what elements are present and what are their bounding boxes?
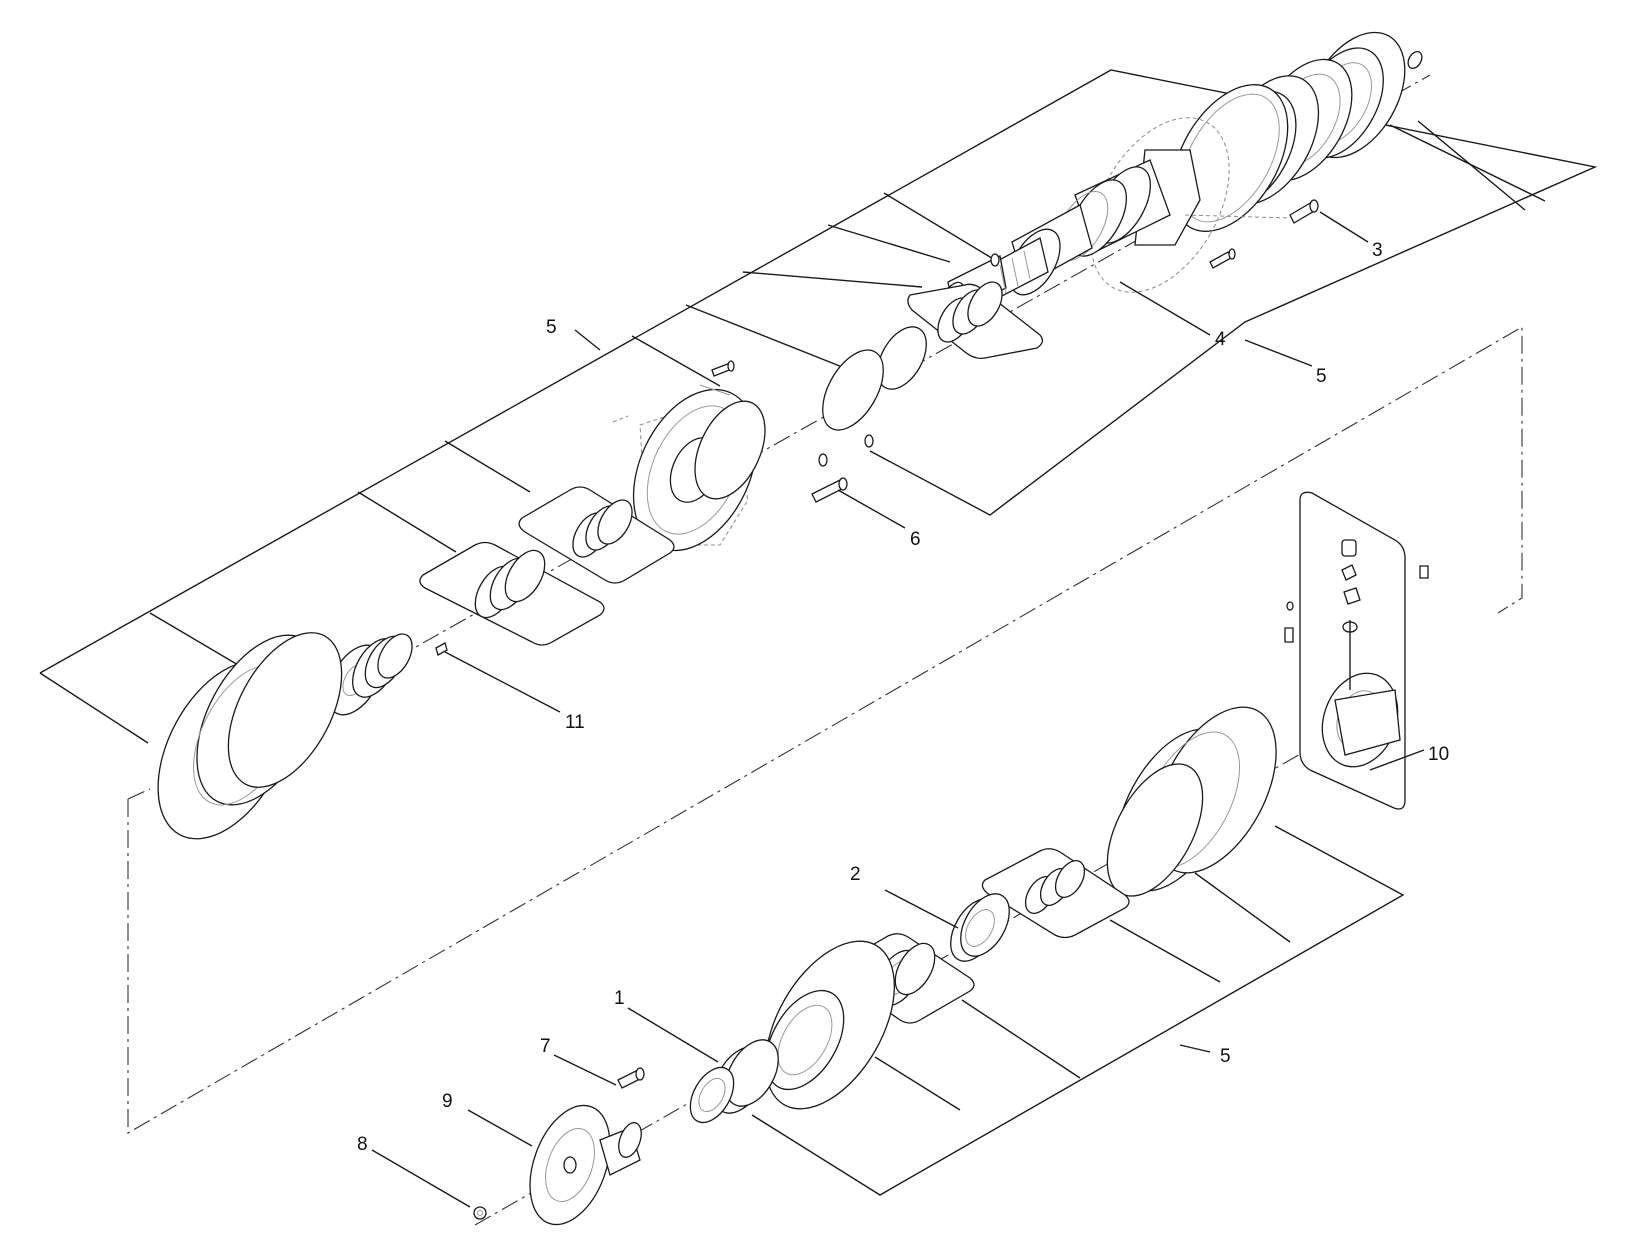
small-o-rings xyxy=(864,253,1000,448)
callout-5-top-right: 5 xyxy=(1316,366,1327,387)
o-ring-large-1 xyxy=(877,326,927,390)
callout-labels: 3 4 5 5 6 11 10 2 1 7 9 8 5 xyxy=(357,240,1449,1155)
callout-11: 11 xyxy=(565,712,585,733)
seal-kit-panel-mid-2 xyxy=(419,541,605,646)
lower-kit-bracket xyxy=(751,825,1405,1196)
callout-8: 8 xyxy=(357,1134,368,1155)
seal-kit-panel-mid-1 xyxy=(518,486,675,584)
bolt-3 xyxy=(1184,199,1319,224)
screw-4 xyxy=(1209,248,1236,269)
large-piston-right xyxy=(1106,706,1277,897)
seal-kit-panel-upper-1 xyxy=(907,281,1044,360)
o-ring-large-2 xyxy=(822,349,884,431)
callout-1: 1 xyxy=(614,988,625,1009)
callout-7: 7 xyxy=(540,1036,551,1057)
bolt-7 xyxy=(617,1067,645,1089)
callout-6: 6 xyxy=(910,529,921,550)
rotating-group xyxy=(941,117,1230,313)
callout-4: 4 xyxy=(1215,329,1226,350)
callout-9: 9 xyxy=(442,1091,453,1112)
assembly-centerline-frame xyxy=(127,326,1523,1134)
callout-3: 3 xyxy=(1372,240,1383,261)
valve-detail-panel-10 xyxy=(1284,491,1429,810)
seal-kit-panel-lower-1 xyxy=(981,848,1130,939)
bearing-1 xyxy=(689,1039,779,1124)
leader-lines xyxy=(371,211,1425,1208)
upper-kit-bracket xyxy=(39,69,1598,744)
callout-10: 10 xyxy=(1428,744,1449,765)
spring-bearing-11 xyxy=(327,633,448,716)
callout-5-top-left: 5 xyxy=(546,317,557,338)
housing-flange xyxy=(612,360,848,552)
output-flange-9 xyxy=(529,1104,642,1226)
callout-2: 2 xyxy=(850,864,861,885)
callout-5-bottom: 5 xyxy=(1220,1046,1231,1067)
nut-8 xyxy=(473,1206,487,1220)
hub-cover xyxy=(764,940,896,1110)
end-cover-assembly xyxy=(1171,31,1423,232)
bearing-2 xyxy=(950,893,1010,962)
large-piston-left xyxy=(157,632,343,840)
